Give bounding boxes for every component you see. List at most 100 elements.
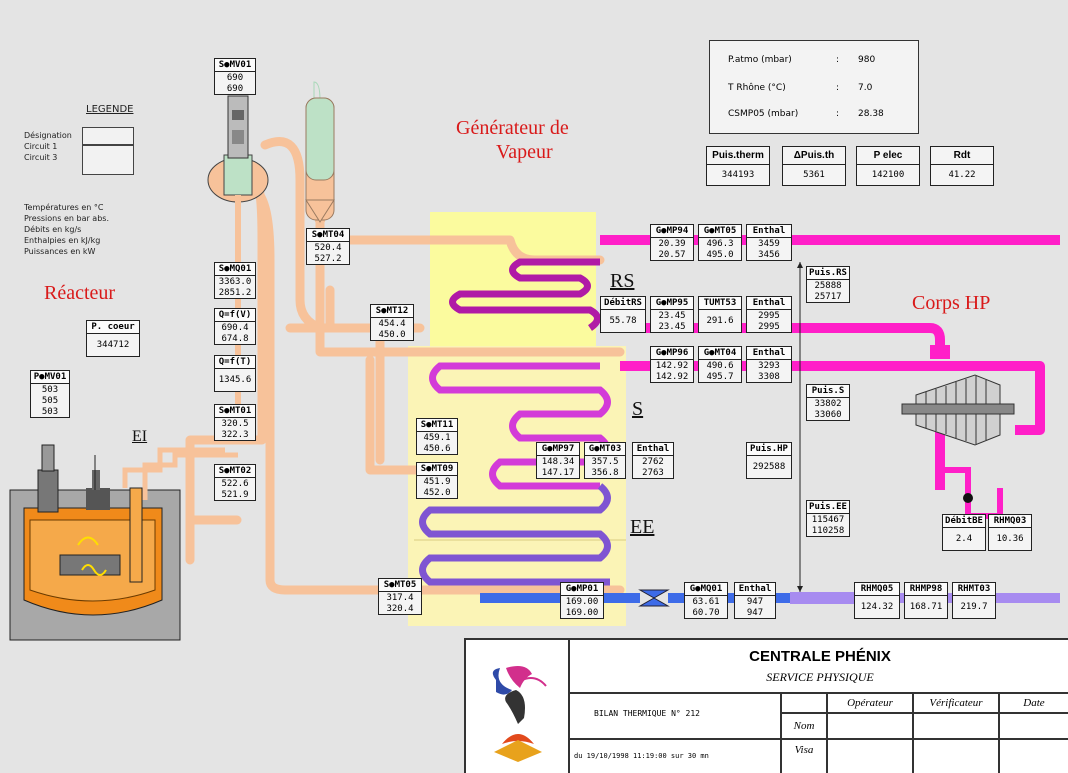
service-subtitle: SERVICE PHYSIQUE — [570, 670, 1068, 685]
legend-item: Désignation — [24, 130, 72, 141]
tag-name: G●MP97 — [537, 443, 579, 456]
tag-name: Puis.RS — [807, 267, 849, 280]
tag-value: 344712 — [87, 334, 139, 356]
condition-label: CSMP05 (mbar) — [728, 109, 836, 119]
tag-debit-rs: DébitRS55.78 — [600, 296, 646, 333]
tag-name: TUMT53 — [699, 297, 741, 310]
tag-value: 3363.0 — [215, 276, 255, 287]
tag-value: 60.70 — [685, 607, 727, 618]
tag-value: 142.92 — [651, 371, 693, 382]
tag-value: 33060 — [807, 409, 849, 420]
tag-value: 527.2 — [307, 253, 349, 264]
tag-value: 451.9 — [417, 476, 457, 487]
tag-name: S●MT04 — [307, 229, 349, 242]
kpi-value: 41.22 — [931, 165, 993, 185]
tag-gmp94: G●MP9420.3920.57 — [650, 224, 694, 261]
tag-value: 142.92 — [651, 360, 693, 371]
tag-value: 357.5 — [585, 456, 625, 467]
tag-enthal-rs-out: Enthal34593456 — [746, 224, 792, 261]
tag-tumt53: TUMT53291.6 — [698, 296, 742, 333]
tag-value: 690 — [215, 72, 255, 83]
tag-value: 292588 — [747, 456, 791, 478]
tag-name: P●MV01 — [31, 371, 69, 384]
tag-name: S●MT11 — [417, 419, 457, 432]
tag-value: 320.4 — [379, 603, 421, 614]
legend-item: Circuit 3 — [24, 152, 72, 163]
tag-name: G●MQ01 — [685, 583, 727, 596]
tag-value: 450.6 — [417, 443, 457, 454]
row-nom: Nom — [781, 713, 827, 739]
date-cell: du 19/10/1998 11:19:00 sur 30 mn — [569, 739, 781, 773]
tag-gmt03: G●MT03357.5356.8 — [584, 442, 626, 479]
tag-smt01: S●MT01320.5322.3 — [214, 404, 256, 441]
tag-value: 2851.2 — [215, 287, 255, 298]
condition-value: 28.38 — [858, 109, 884, 119]
legend-swatch-designation — [82, 127, 134, 145]
tag-name: Puis.HP — [747, 443, 791, 456]
kpi-electric-power: P elec142100 — [856, 146, 920, 186]
tag-value: 459.1 — [417, 432, 457, 443]
tag-value: 520.4 — [307, 242, 349, 253]
tag-smt11: S●MT11459.1450.6 — [416, 418, 458, 455]
condition-label: T Rhône (°C) — [728, 83, 836, 93]
cell-nom-verificateur — [913, 713, 999, 739]
tag-value: 450.0 — [371, 329, 413, 340]
tag-value: 23.45 — [651, 321, 693, 332]
tag-value: 322.3 — [215, 429, 255, 440]
cell-nom-operateur — [827, 713, 913, 739]
tag-value: 947 — [735, 596, 775, 607]
tag-smt05: S●MT05317.4320.4 — [378, 578, 422, 615]
tag-name: P. coeur — [87, 321, 139, 334]
legend-unit: Enthalpies en kJ/kg — [24, 235, 109, 246]
tag-name: Enthal — [735, 583, 775, 596]
tag-name: RHMQ05 — [855, 583, 899, 596]
tag-value: 2762 — [633, 456, 673, 467]
kpi-efficiency: Rdt41.22 — [930, 146, 994, 186]
plant-title-cell: CENTRALE PHÉNIX SERVICE PHYSIQUE — [569, 639, 1068, 693]
condition-row: T Rhône (°C):7.0 — [728, 83, 918, 93]
kpi-value: 5361 — [783, 165, 845, 185]
tag-value: 317.4 — [379, 592, 421, 603]
s-label: S — [632, 398, 643, 421]
hp-body-title: Corps HP — [912, 292, 990, 315]
tag-name: DébitRS — [601, 297, 645, 310]
tag-name: S●MT05 — [379, 579, 421, 592]
tag-value: 291.6 — [699, 310, 741, 332]
tag-value: 522.6 — [215, 478, 255, 489]
tag-name: G●MP01 — [561, 583, 603, 596]
tag-name: Puis.S — [807, 385, 849, 398]
report-date: du 19/10/1998 11:19:00 sur 30 mn — [574, 752, 709, 760]
tag-value: 10.36 — [989, 528, 1031, 550]
tag-name: G●MT05 — [699, 225, 741, 238]
tag-rhmq03: RHMQ0310.36 — [988, 514, 1032, 551]
tag-value: 20.57 — [651, 249, 693, 260]
ee-label: EE — [630, 516, 654, 539]
legend-title: LEGENDE — [86, 104, 133, 115]
legend-items: Désignation Circuit 1 Circuit 3 — [24, 130, 72, 163]
tag-value: 1345.6 — [215, 369, 255, 391]
tag-value: 490.6 — [699, 360, 741, 371]
cell-visa-operateur — [827, 739, 913, 773]
tag-value: 503 — [31, 406, 69, 417]
tag-q-f-t: Q=f(T)1345.6 — [214, 355, 256, 392]
tag-name: RHMP98 — [905, 583, 947, 596]
tag-value: 521.9 — [215, 489, 255, 500]
tag-value: 124.32 — [855, 596, 899, 618]
kpi-label: P elec — [857, 147, 919, 165]
tag-gmq01: G●MQ0163.6160.70 — [684, 582, 728, 619]
tag-value: 168.71 — [905, 596, 947, 618]
tag-name: G●MP96 — [651, 347, 693, 360]
kpi-label: ΔPuis.th — [783, 147, 845, 165]
kpi-value: 142100 — [857, 165, 919, 185]
tag-value: 33802 — [807, 398, 849, 409]
legend-item: Circuit 1 — [24, 141, 72, 152]
tag-gmp96: G●MP96142.92142.92 — [650, 346, 694, 383]
tag-value: 3308 — [747, 371, 791, 382]
